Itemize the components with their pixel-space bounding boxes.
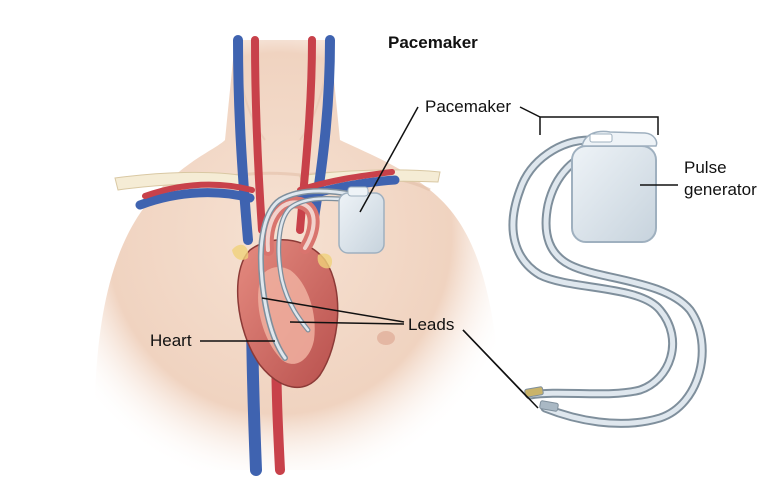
heart-label: Heart [150,331,192,350]
leads-leader-line-1 [261,297,405,323]
pacemaker-leader-line [359,106,419,213]
pacemaker-label: Pacemaker [425,97,511,116]
leader-lines [200,106,678,409]
pulse-generator-label-line1: Pulse [684,158,727,177]
pulse-generator-label-line2: generator [684,180,757,199]
diagram-title: Pacemaker [388,33,478,52]
leads-label: Leads [408,315,455,334]
pacemaker-bracket [539,116,659,135]
implanted-pacemaker [338,186,385,254]
pacemaker-bracket-connector [519,106,541,118]
leads-leader-line-2 [289,321,405,325]
enlarged-pacemaker [508,130,707,428]
leads-leader-line-4 [462,329,539,409]
body-leads [257,188,358,361]
